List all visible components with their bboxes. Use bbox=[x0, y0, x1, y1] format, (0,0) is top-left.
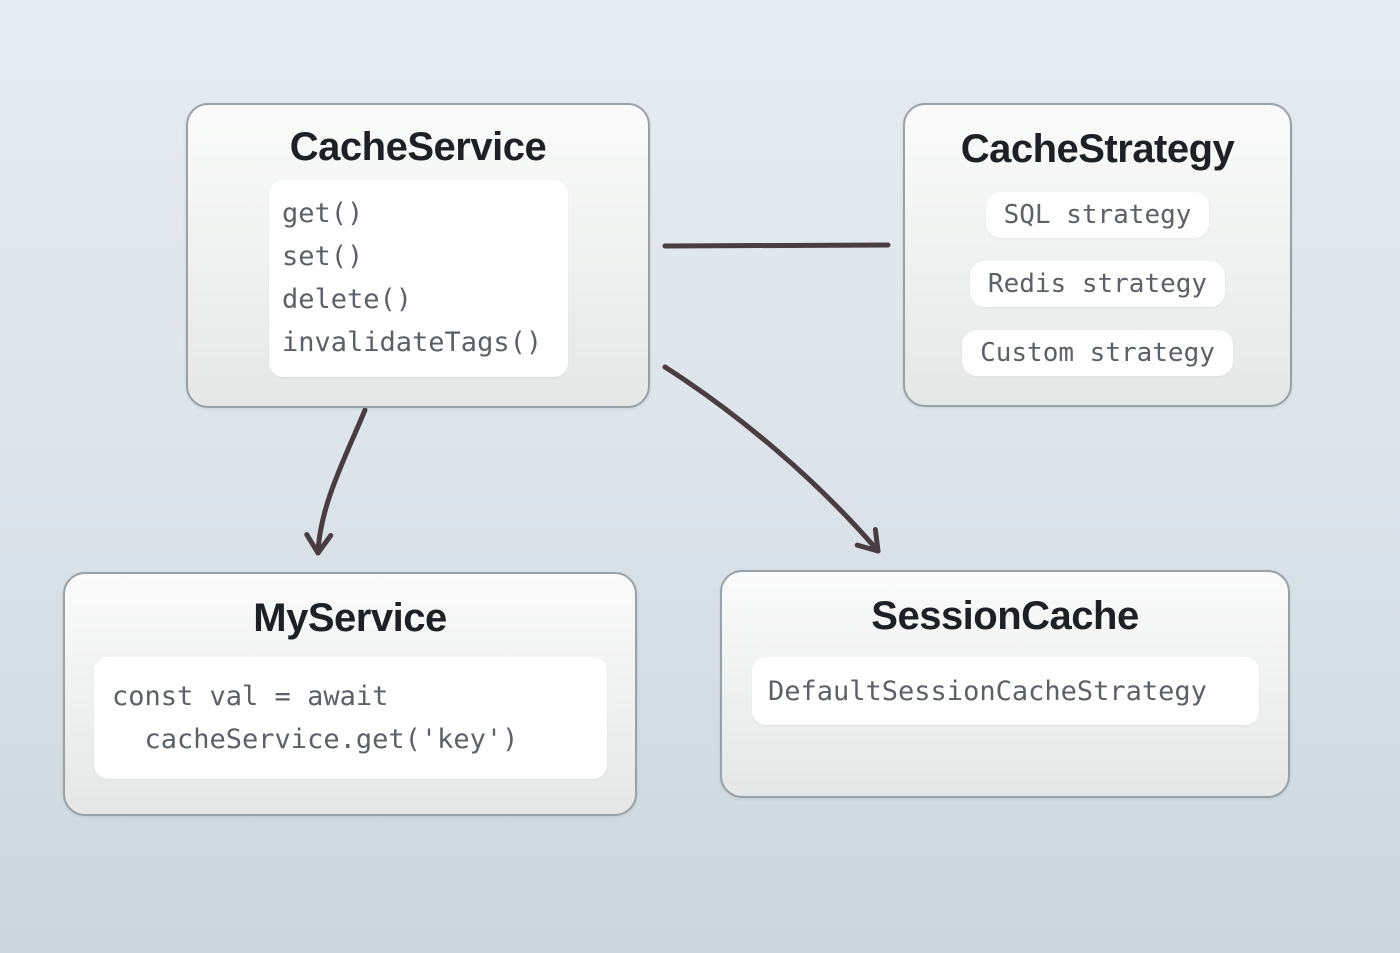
strategy-list: SQL strategy Redis strategy Custom strat… bbox=[905, 192, 1290, 376]
sessioncache-strategy-label: DefaultSessionCacheStrategy bbox=[768, 675, 1207, 707]
sessioncache-strategy-box: DefaultSessionCacheStrategy bbox=[752, 657, 1259, 725]
method-set: set() bbox=[282, 241, 364, 272]
node-cacheservice-title: CacheService bbox=[289, 125, 547, 169]
edge-cacheservice-to-myservice bbox=[304, 407, 368, 556]
strategy-pill-sql: SQL strategy bbox=[985, 192, 1210, 238]
node-cachestrategy-title: CacheStrategy bbox=[960, 127, 1235, 171]
node-sessioncache: SessionCache DefaultSessionCacheStrategy bbox=[720, 570, 1290, 798]
method-delete: delete() bbox=[282, 284, 413, 315]
myservice-code-box: const val = await cacheService.get('key'… bbox=[94, 657, 607, 779]
strategy-pill-custom: Custom strategy bbox=[962, 330, 1233, 376]
code-line-2: cacheService.get('key') bbox=[112, 724, 519, 755]
node-myservice-title: MyService bbox=[253, 596, 447, 640]
strategy-pill-redis: Redis strategy bbox=[969, 261, 1226, 307]
edge-cacheservice-to-cachestrategy bbox=[662, 242, 891, 249]
method-invalidatetags: invalidateTags() bbox=[282, 327, 543, 358]
node-cachestrategy: CacheStrategy SQL strategy Redis strateg… bbox=[903, 103, 1292, 407]
edge-cacheservice-to-sessioncache bbox=[662, 364, 881, 554]
node-cacheservice: CacheService get() set() delete() invali… bbox=[186, 103, 650, 408]
node-sessioncache-title: SessionCache bbox=[871, 594, 1139, 638]
method-get: get() bbox=[282, 198, 364, 229]
node-myservice: MyService const val = await cacheService… bbox=[63, 572, 637, 816]
code-line-1: const val = await bbox=[112, 681, 389, 712]
cacheservice-methods-box: get() set() delete() invalidateTags() bbox=[269, 180, 568, 377]
